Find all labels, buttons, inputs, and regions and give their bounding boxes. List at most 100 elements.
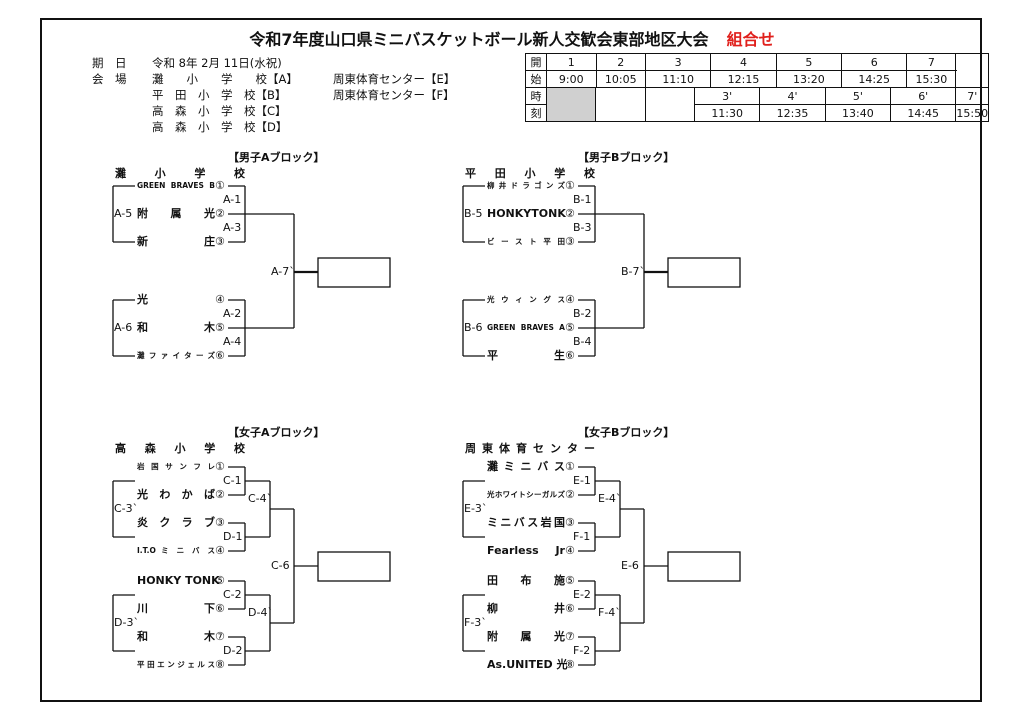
venue-char: 校 [233,167,245,180]
venue-char: 小 [524,167,536,180]
team-name: 光 わ か ば [137,488,215,501]
title-red-text: 組合せ [726,30,775,49]
date-value: 令和 8年 2月 11日(水祝) [152,56,282,70]
final-label: C-6 [271,559,290,572]
winner-box [317,257,391,288]
team-name: 和 木 [137,630,215,643]
match-label: B-6 [464,321,483,334]
venue-a: 灘 小 学 校【A】 [152,72,298,86]
venue-char: 平 [465,167,476,180]
seed-number: ③ [565,235,575,248]
match-label: B-2 [573,307,592,320]
team-name: Fearless Jr [487,544,565,557]
match-label: D-1 [223,530,243,543]
seed-number: ⑥ [215,602,225,615]
team-name: 灘ファイターズ [137,351,215,360]
venue-label: 会 場 [92,72,127,86]
team-name: 田 布 施 [487,574,565,587]
team-name: 光ホワイトシーガルズ [487,490,565,499]
match-label: D-4` [248,606,273,619]
match-label: C-2 [223,588,242,601]
team-name: 柳井ドラゴンズ [487,181,565,190]
title-text: 令和7年度山口県ミニバスケットボール新人交歓会東部地区大会 [249,30,709,49]
block-header: 【女子Aブロック】 [228,426,325,439]
match-label: A-6 [114,321,133,334]
team-name: 光ウィングス [487,295,565,304]
venue-char: 森 [144,442,156,455]
block-header: 【男子Aブロック】 [228,151,325,164]
team-name: GREEN BRAVES A [487,323,565,332]
team-name: 岩国サンフレ [137,462,215,471]
team-name: 炎 ク ラ ブ [137,516,215,529]
time-cell: 9:00 [546,70,597,88]
block-venue: 高森小学校 [115,440,245,456]
venue-e: 周東体育センター【E】 [333,72,456,86]
team-name: 附 属 光 [487,630,565,643]
venue-char: タ [567,442,578,455]
team-name: 附 属 光 [137,207,215,220]
venue-char: ー [584,442,595,455]
match-label: F-2 [573,644,591,657]
team-name: ビースト平田 [487,237,565,246]
seed-number: ⑤ [215,321,225,334]
venue-char: 高 [115,442,126,455]
team-name: 川 下 [137,602,215,615]
team-name: 平田エンジェルス [137,660,215,669]
team-name: GREEN BRAVES B [137,181,215,190]
page-title: 令和7年度山口県ミニバスケットボール新人交歓会東部地区大会組合せ [0,26,1024,50]
seed-number: ⑥ [215,349,225,362]
seed-number: ⑧ [215,658,225,671]
seed-number: ⑤ [565,321,575,334]
game-cell: 6 [841,53,908,71]
seed-number: ⑦ [215,630,225,643]
seed-number: ② [215,207,225,220]
block-venue: 周東体育センター [465,440,595,456]
venue-b: 平 田 小 学 校【B】 [152,88,287,102]
time-cell: 15:50 [955,104,990,122]
venue-d: 高 森 小 学 校【D】 [152,120,288,134]
match-label: F-4` [598,606,621,619]
label-cell: 刻 [525,104,547,122]
time-cell: 14:45 [890,104,957,122]
block-venue: 平田小学校 [465,165,595,181]
team-name: 平 生 [487,349,565,362]
seed-number: ③ [215,235,225,248]
time-cell: 13:40 [824,104,892,122]
final-label: B-7` [621,265,646,278]
team-name: 光 [137,293,148,306]
winner-box [667,257,741,288]
match-label: F-3` [464,616,487,629]
match-label: A-2 [223,307,242,320]
seed-number: ⑤ [215,574,225,587]
winner-box [317,551,391,582]
match-label: B-4 [573,335,592,348]
venue-c: 高 森 小 学 校【C】 [152,104,287,118]
seed-number: ⑦ [565,630,575,643]
final-label: E-6 [621,559,639,572]
venue-char: 学 [554,167,566,180]
match-label: F-1 [573,530,591,543]
time-cell: 13:20 [775,70,843,88]
seed-number: ① [215,460,225,473]
seed-number: ④ [215,293,225,306]
venue-char: ン [550,442,561,455]
empty-cell [644,87,695,122]
venue-char: 育 [516,442,527,455]
empty-cell [955,53,990,88]
match-label: E-1 [573,474,591,487]
date-label: 期 日 [92,56,127,70]
team-name: 灘ミニバス [487,460,565,473]
seed-number: ④ [565,293,575,306]
team-name: ミニバス岩国 [487,516,565,529]
venue-char: 田 [494,167,506,180]
seed-number: ⑥ [565,602,575,615]
match-label: A-4 [223,335,242,348]
block-header: 【女子Bブロック】 [578,426,675,439]
seed-number: ① [565,460,575,473]
page-border [40,18,982,702]
match-label: B-5 [464,207,483,220]
seed-number: ② [565,488,575,501]
team-name: HONKYTONK [487,207,566,220]
match-label: D-2 [223,644,243,657]
